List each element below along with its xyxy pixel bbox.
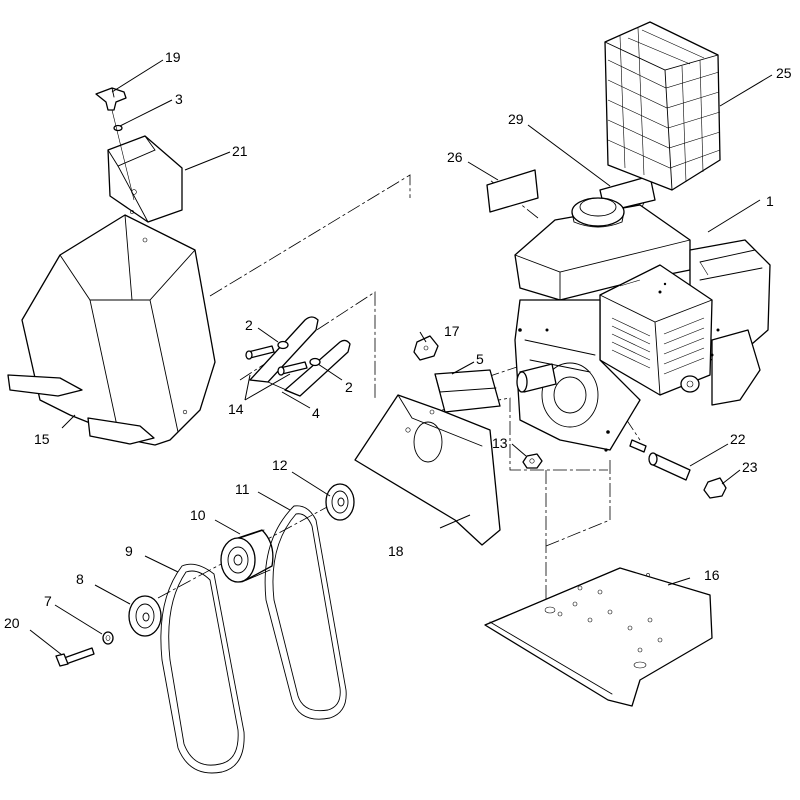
- callout-21: 21: [232, 143, 248, 159]
- idler-pulley: [128, 595, 162, 637]
- engine-spacer-bolt: [629, 439, 727, 499]
- washer: [102, 631, 114, 645]
- callout-15: 15: [34, 431, 50, 447]
- knob-and-washer: [95, 87, 135, 201]
- leader-lines: [29, 59, 773, 656]
- callout-29: 29: [508, 111, 524, 127]
- callout-23: 23: [742, 459, 758, 475]
- callout-2: 2: [245, 317, 253, 333]
- callout-3: 3: [175, 91, 183, 107]
- decals: [486, 169, 656, 213]
- callout-labels: 19 3 21 2 2 14 4 15 17 5 13 12 11 10 18 …: [4, 49, 792, 631]
- spacer-plate: [434, 369, 501, 413]
- belt-short: [264, 505, 347, 720]
- callout-9: 9: [125, 543, 133, 559]
- callout-26: 26: [447, 149, 463, 165]
- callout-5: 5: [476, 351, 484, 367]
- hex-nut: [522, 453, 543, 469]
- bolt: [55, 647, 95, 667]
- callout-13: 13: [492, 435, 508, 451]
- callout-8: 8: [76, 571, 84, 587]
- callout-19: 19: [165, 49, 181, 65]
- top-shield: [107, 135, 183, 223]
- belt-guard: [7, 214, 216, 446]
- base-plate: [484, 567, 713, 707]
- callout-22: 22: [730, 431, 746, 447]
- callout-1: 1: [766, 193, 774, 209]
- callout-2: 2: [345, 379, 353, 395]
- clip-nut: [413, 335, 439, 361]
- callout-12: 12: [272, 457, 288, 473]
- callout-11: 11: [235, 481, 250, 497]
- engine: [514, 197, 771, 452]
- callout-25: 25: [776, 65, 792, 81]
- mount-plate: [354, 394, 501, 546]
- callout-10: 10: [190, 507, 206, 523]
- callout-14: 14: [228, 401, 244, 417]
- drive-pulley-small: [325, 483, 355, 521]
- wire-cage: [604, 21, 721, 191]
- callout-16: 16: [704, 567, 720, 583]
- guard-bracket: [245, 316, 351, 397]
- callout-17: 17: [444, 323, 460, 339]
- callout-18: 18: [388, 543, 404, 559]
- callout-20: 20: [4, 615, 20, 631]
- clutch-pulley: [220, 529, 274, 583]
- belt-long: [160, 563, 245, 774]
- callout-7: 7: [44, 593, 52, 609]
- callout-4: 4: [312, 405, 320, 421]
